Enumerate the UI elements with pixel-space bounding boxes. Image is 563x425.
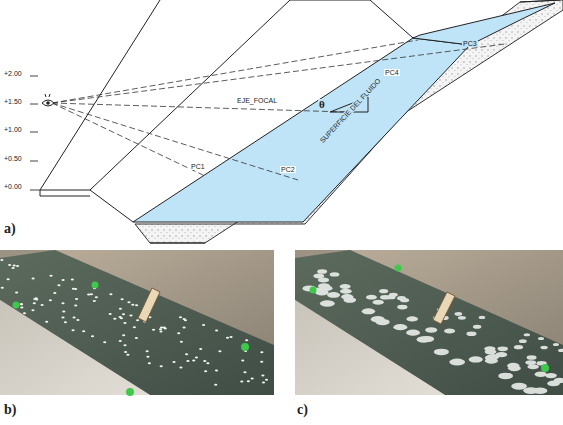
photo-b: [0, 250, 274, 396]
elevation-label: +1.50: [4, 98, 22, 105]
panel-letter: a): [4, 222, 16, 236]
point-label: PC1: [190, 163, 206, 170]
point-label: PC4: [384, 69, 400, 76]
point-label: PC2: [280, 166, 296, 173]
photo-c: [295, 250, 563, 395]
elevation-label: +2.00: [4, 70, 22, 77]
point-label: PC3: [462, 40, 478, 47]
elevation-label: +1.00: [4, 126, 22, 133]
canal-drawing: [30, 0, 563, 243]
panel-letter: c): [297, 403, 308, 417]
angle-symbol: θ: [318, 99, 326, 110]
elevation-label: +0.50: [4, 155, 22, 162]
panel-letter: b): [4, 403, 16, 417]
axis-label: EJE_FOCAL: [236, 97, 278, 104]
elevation-label: +0.00: [4, 183, 22, 190]
